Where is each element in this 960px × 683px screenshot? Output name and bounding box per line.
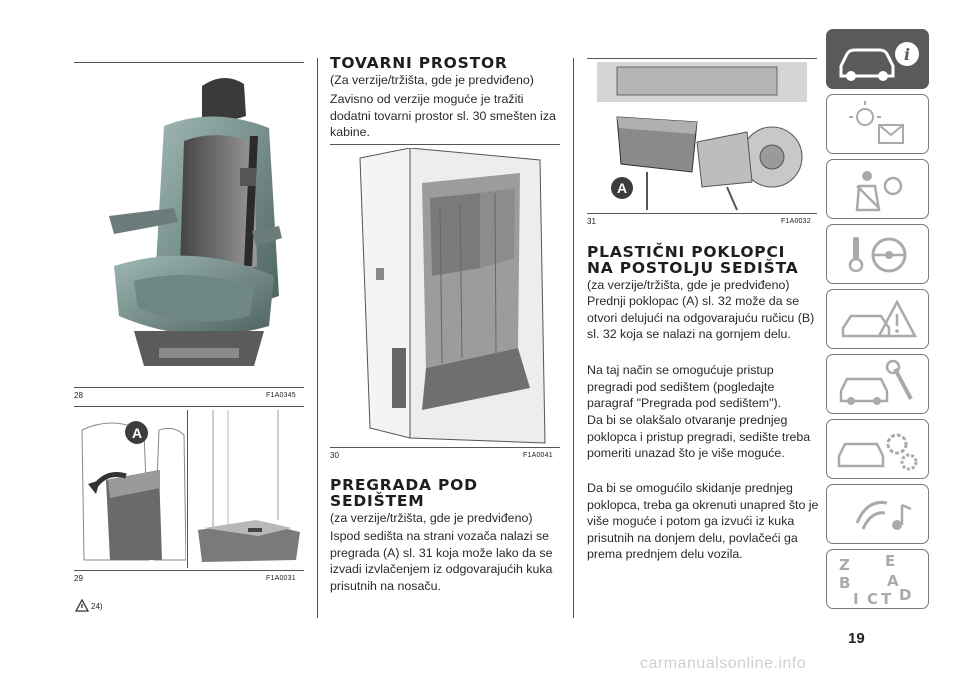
index-letter-i: I <box>853 590 859 608</box>
top-rule-left <box>74 62 304 63</box>
section-title-covers-line2: NA POSTOLJU SEDIŠTA <box>587 259 799 277</box>
section-title-covers-line1: PLASTIČNI POKLOPCI <box>587 243 786 261</box>
figure-30-number: 30 <box>330 451 339 460</box>
cargo-description: Zavisno od verzije moguće je tražiti dod… <box>330 92 556 140</box>
nav-tab-emergency[interactable] <box>826 289 929 349</box>
nav-tab-technical-data[interactable] <box>826 419 929 479</box>
figure-28-code: F1A0345 <box>266 392 296 399</box>
figure-30-cargo-space-illustration <box>330 148 560 445</box>
column-divider-2 <box>573 58 574 618</box>
figure-30-code: F1A0041 <box>523 452 553 459</box>
svg-text:A: A <box>617 180 627 196</box>
footer-watermark: carmanualsonline.info <box>640 655 807 672</box>
index-letter-e: E <box>885 552 895 570</box>
figure-31-number: 31 <box>587 217 596 226</box>
covers-availability-note: (za verzije/tržišta, gde je predviđeno) <box>587 278 790 292</box>
nav-tab-vehicle-info[interactable]: i <box>826 29 929 89</box>
warning-triangle-icon <box>75 599 89 612</box>
section-title-under-seat-line2: SEDIŠTEM <box>330 492 425 510</box>
index-letter-d: D <box>899 586 911 604</box>
warning-reference: 24) <box>91 602 103 611</box>
index-letter-t: T <box>881 590 892 608</box>
figure-31-callout-a: A <box>611 177 633 199</box>
figure-30-top-rule <box>330 144 560 145</box>
nav-tab-starting-driving[interactable] <box>826 224 929 284</box>
section-title-cargo: TOVARNI PROSTOR <box>330 54 508 72</box>
figure-29-right-photo <box>188 410 304 568</box>
index-letter-b: B <box>839 574 850 592</box>
covers-paragraph-3: Da bi se olakšalo otvaranje prednjeg pok… <box>587 413 811 461</box>
figure-31-code: F1A0032 <box>781 218 811 225</box>
key-steering-icon <box>848 237 907 273</box>
dashboard-lights-icon <box>849 101 904 144</box>
index-letter-c: C <box>867 590 878 608</box>
figure-31-top-rule <box>587 58 817 59</box>
page-number: 19 <box>848 630 865 647</box>
figure-29-code: F1A0031 <box>266 575 296 582</box>
figure-29-top-rule <box>74 406 304 407</box>
seatbelt-airbag-icon <box>855 171 903 212</box>
figure-28-seat-illustration <box>74 66 304 384</box>
covers-paragraph-4: Da bi se omogućilo skidanje prednjeg pok… <box>587 481 819 562</box>
car-wrench-icon <box>839 359 913 405</box>
section-title-under-seat-line1: PREGRADA POD <box>330 476 478 494</box>
nav-tab-index[interactable]: Z E B A I C T D <box>826 549 929 609</box>
index-letter-a: A <box>887 572 899 590</box>
figure-29-divider <box>187 410 188 568</box>
figure-29-number: 29 <box>74 574 83 583</box>
svg-text:i: i <box>904 45 910 64</box>
nav-tab-maintenance[interactable] <box>826 354 929 414</box>
warning-triangle-icon <box>841 299 918 338</box>
figure-28-caption-rule <box>74 387 304 388</box>
under-seat-availability-note: (za verzije/tržišta, gde je predviđeno) <box>330 511 533 525</box>
figure-28-number: 28 <box>74 391 83 400</box>
nav-tab-safety[interactable] <box>826 159 929 219</box>
svg-text:A: A <box>132 425 142 441</box>
column-divider-1 <box>317 58 318 618</box>
covers-paragraph-2: Na taj način se omogućuje pristup pregra… <box>587 363 782 411</box>
car-gears-icon <box>837 433 918 471</box>
figure-31-caption-rule <box>587 213 817 214</box>
index-letters-icon: Z E B A I C T D <box>839 552 911 608</box>
figure-29-caption-rule <box>74 570 304 571</box>
multimedia-icon <box>855 500 912 530</box>
nav-tab-dashboard[interactable] <box>826 94 929 154</box>
under-seat-description: Ispod sedišta na strani vozača nalazi se… <box>330 529 553 593</box>
car-info-icon: i <box>839 42 919 81</box>
figure-30-caption-rule <box>330 447 560 448</box>
covers-paragraph-1: Prednji poklopac (A) sl. 32 može da se o… <box>587 294 815 342</box>
cargo-availability-note: (Za verzije/tržišta, gde je predviđeno) <box>330 73 534 87</box>
index-letter-z: Z <box>839 556 850 574</box>
figure-29-callout-a: A <box>126 422 148 444</box>
nav-tab-multimedia[interactable] <box>826 484 929 544</box>
